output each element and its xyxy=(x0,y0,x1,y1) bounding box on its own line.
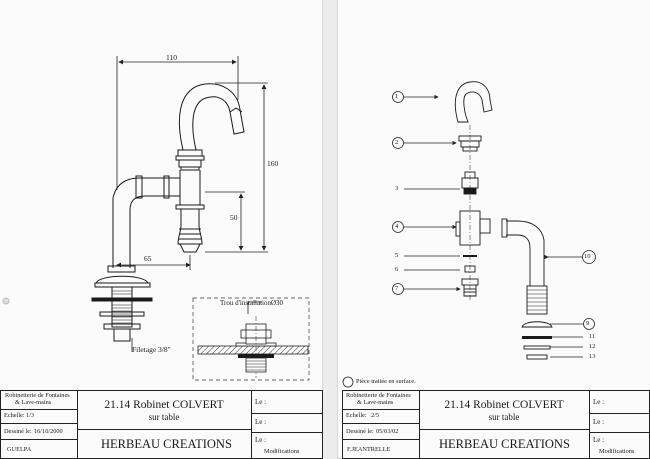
le-field-3: Le : xyxy=(255,436,267,444)
drawn-date: 16/10/2000 xyxy=(34,428,63,435)
product-title-line1: 21.14 Robinet COLVERT xyxy=(104,399,224,411)
part-3-cartridge xyxy=(461,171,479,195)
dimension-160 xyxy=(205,82,268,253)
dim-110-label: 110 xyxy=(166,53,177,62)
dim-65-label: 65 xyxy=(144,254,152,263)
part-11-seal xyxy=(522,336,552,339)
exploded-parts-drawing xyxy=(342,81,596,388)
callout-3: 3 xyxy=(395,185,399,192)
le-field-3: Le : xyxy=(593,436,605,444)
dim-160-label: 160 xyxy=(267,159,279,168)
drafter-name: F.JEANTRELLE xyxy=(347,446,391,453)
scale-value: 2/5 xyxy=(371,412,380,419)
dimension-110 xyxy=(116,56,239,190)
scale-label: Echelle: xyxy=(346,412,367,419)
part-7-spout-end xyxy=(461,278,479,297)
callout-6: 6 xyxy=(395,266,399,273)
company-line1: Robinetterie de Fontaines xyxy=(5,392,70,399)
scale-label: Echelle: xyxy=(4,412,25,419)
modifications-label: Modifications xyxy=(599,448,635,455)
le-field-2: Le : xyxy=(255,418,267,426)
install-hole-label: Trou d'installationØ30 xyxy=(220,299,284,307)
drafter-name: GUELPA xyxy=(7,446,32,453)
drawn-date: 05/03/02 xyxy=(376,428,399,435)
le-field-1: Le : xyxy=(255,398,267,406)
le-field-2: Le : xyxy=(593,418,605,426)
product-title-line2: sur table xyxy=(488,412,520,422)
company-line1: Robinetterie de Fontaines xyxy=(346,392,411,399)
callout-9: 9 xyxy=(586,320,590,327)
callout-12: 12 xyxy=(589,343,596,350)
callout-10: 10 xyxy=(584,253,591,260)
company-line2: & Lave-mains xyxy=(15,399,52,406)
brand-name: HERBEAU CREATIONS xyxy=(101,437,232,451)
callout-2: 2 xyxy=(395,139,399,146)
callout-4: 4 xyxy=(395,223,399,230)
part-12-washer xyxy=(523,345,551,350)
punch-hole xyxy=(2,297,10,305)
faucet-body xyxy=(91,83,245,342)
le-field-1: Le : xyxy=(593,398,605,406)
callout-5: 5 xyxy=(395,252,399,259)
dimension-50 xyxy=(205,191,245,251)
part-leaders xyxy=(404,94,583,358)
part-1-spout xyxy=(454,81,493,123)
title-block-right: Robinetterie de Fontaines & Lave-mains E… xyxy=(342,390,650,459)
drawn-label: Dessiné le: xyxy=(4,428,32,435)
callout-1: 1 xyxy=(395,93,399,100)
callout-11: 11 xyxy=(589,333,596,340)
title-block-left: Robinetterie de Fontaines & Lave-mains E… xyxy=(0,390,323,459)
dim-50-label: 50 xyxy=(230,213,238,222)
product-title-line2: sur table xyxy=(148,412,180,422)
part-callout-circles xyxy=(342,91,596,388)
company-line2: & Lave-mains xyxy=(357,399,394,406)
callout-7: 7 xyxy=(395,285,399,292)
faucet-dimension-drawing xyxy=(2,56,310,381)
part-5-washer xyxy=(463,255,477,257)
part-13-nut xyxy=(526,354,548,360)
drawn-label: Dessiné le: xyxy=(346,428,374,435)
thread-label: Filetage 3/8" xyxy=(132,345,171,354)
callout-13: 13 xyxy=(589,353,596,360)
part-6-nut xyxy=(464,265,476,273)
part-4-body xyxy=(455,210,491,246)
surface-treatment-note: Pièce traitée en surface. xyxy=(356,378,416,385)
dimension-65 xyxy=(116,255,191,270)
product-title-line1: 21.14 Robinet COLVERT xyxy=(444,399,564,411)
install-hole-detail xyxy=(192,297,310,381)
brand-name: HERBEAU CREATIONS xyxy=(439,437,570,451)
part-9-flange xyxy=(521,321,553,328)
modifications-label: Modifications xyxy=(264,448,300,455)
drawing-sheet-left: 110 160 50 65 Filetage 3/8" Trou d'insta… xyxy=(0,0,323,459)
scale-value: 1/3 xyxy=(26,412,35,419)
drawing-sheet-right: 1 2 3 4 5 6 7 10 9 11 12 13 Pièce traité… xyxy=(338,0,650,459)
part-2-collar xyxy=(458,135,482,152)
part-10-elbow-pipe xyxy=(501,218,548,315)
